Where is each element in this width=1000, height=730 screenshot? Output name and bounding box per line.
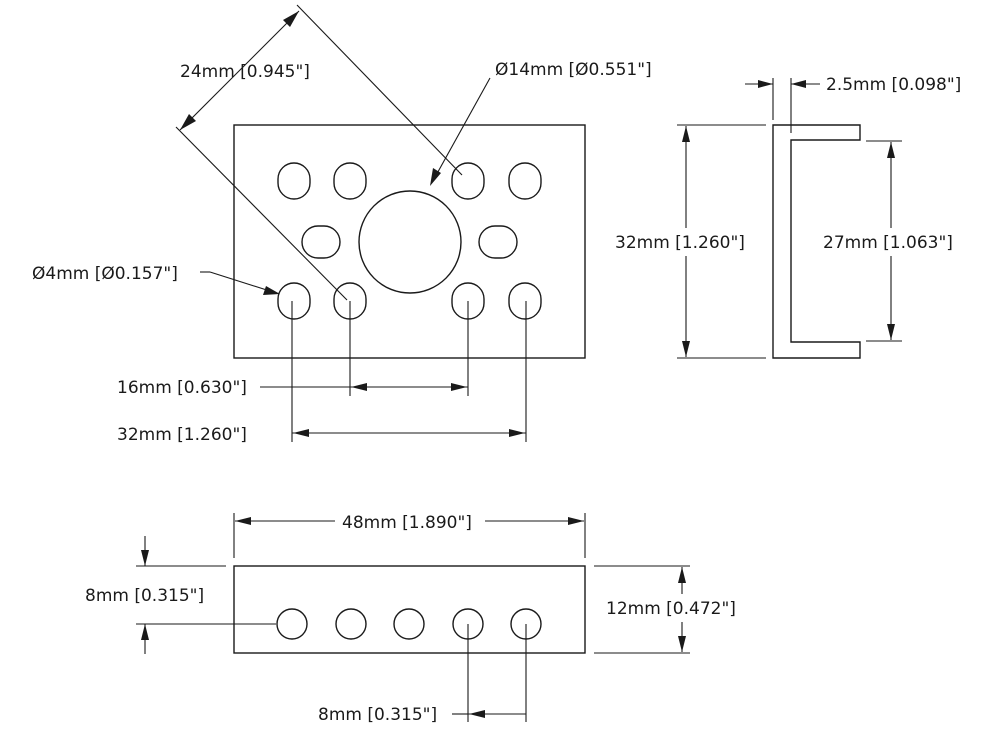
center-hole-label: Ø14mm [Ø0.551"] bbox=[495, 60, 652, 80]
hole-pitch-dimension bbox=[452, 624, 527, 722]
hole-pitch-label: 8mm [0.315"] bbox=[318, 705, 437, 725]
hole-diameter-leader bbox=[200, 271, 280, 295]
hole-offset-label: 8mm [0.315"] bbox=[85, 586, 204, 606]
diagonal-dimension bbox=[175, 4, 463, 301]
bottom-hole bbox=[393, 608, 425, 640]
mount-hole bbox=[451, 162, 485, 200]
hole-offset-dimension bbox=[136, 536, 276, 654]
inner-spacing-label: 16mm [0.630"] bbox=[117, 378, 247, 398]
bottom-plate-outline bbox=[233, 565, 586, 654]
length-dimension bbox=[233, 513, 586, 558]
mount-hole bbox=[508, 162, 542, 200]
outer-spacing-label: 32mm [1.260"] bbox=[117, 425, 247, 445]
slot-hole bbox=[301, 225, 341, 259]
outer-height-dimension bbox=[677, 124, 766, 359]
inner-height-dimension bbox=[866, 140, 902, 342]
width-dimension bbox=[594, 565, 690, 654]
side-profile bbox=[772, 124, 861, 359]
inner-spacing-dimension bbox=[260, 301, 469, 396]
bottom-hole bbox=[276, 608, 308, 640]
diagonal-spacing-label: 24mm [0.945"] bbox=[180, 62, 310, 82]
thickness-label: 2.5mm [0.098"] bbox=[826, 75, 961, 95]
thickness-dimension bbox=[745, 78, 820, 133]
bottom-view bbox=[233, 565, 586, 654]
mount-hole bbox=[333, 162, 367, 200]
front-plate-outline bbox=[233, 124, 586, 359]
hole-diameter-label: Ø4mm [Ø0.157"] bbox=[32, 264, 178, 284]
outer-height-label: 32mm [1.260"] bbox=[615, 233, 745, 253]
front-view bbox=[233, 124, 586, 359]
slot-hole bbox=[478, 225, 518, 259]
outer-spacing-dimension bbox=[291, 301, 527, 442]
mount-hole bbox=[508, 282, 542, 320]
mount-hole bbox=[277, 282, 311, 320]
mount-hole bbox=[277, 162, 311, 200]
center-hole-leader bbox=[430, 77, 491, 186]
length-label: 48mm [1.890"] bbox=[342, 513, 472, 533]
center-hole bbox=[358, 190, 462, 294]
inner-height-label: 27mm [1.063"] bbox=[823, 233, 953, 253]
bottom-hole bbox=[335, 608, 367, 640]
width-label: 12mm [0.472"] bbox=[606, 599, 736, 619]
